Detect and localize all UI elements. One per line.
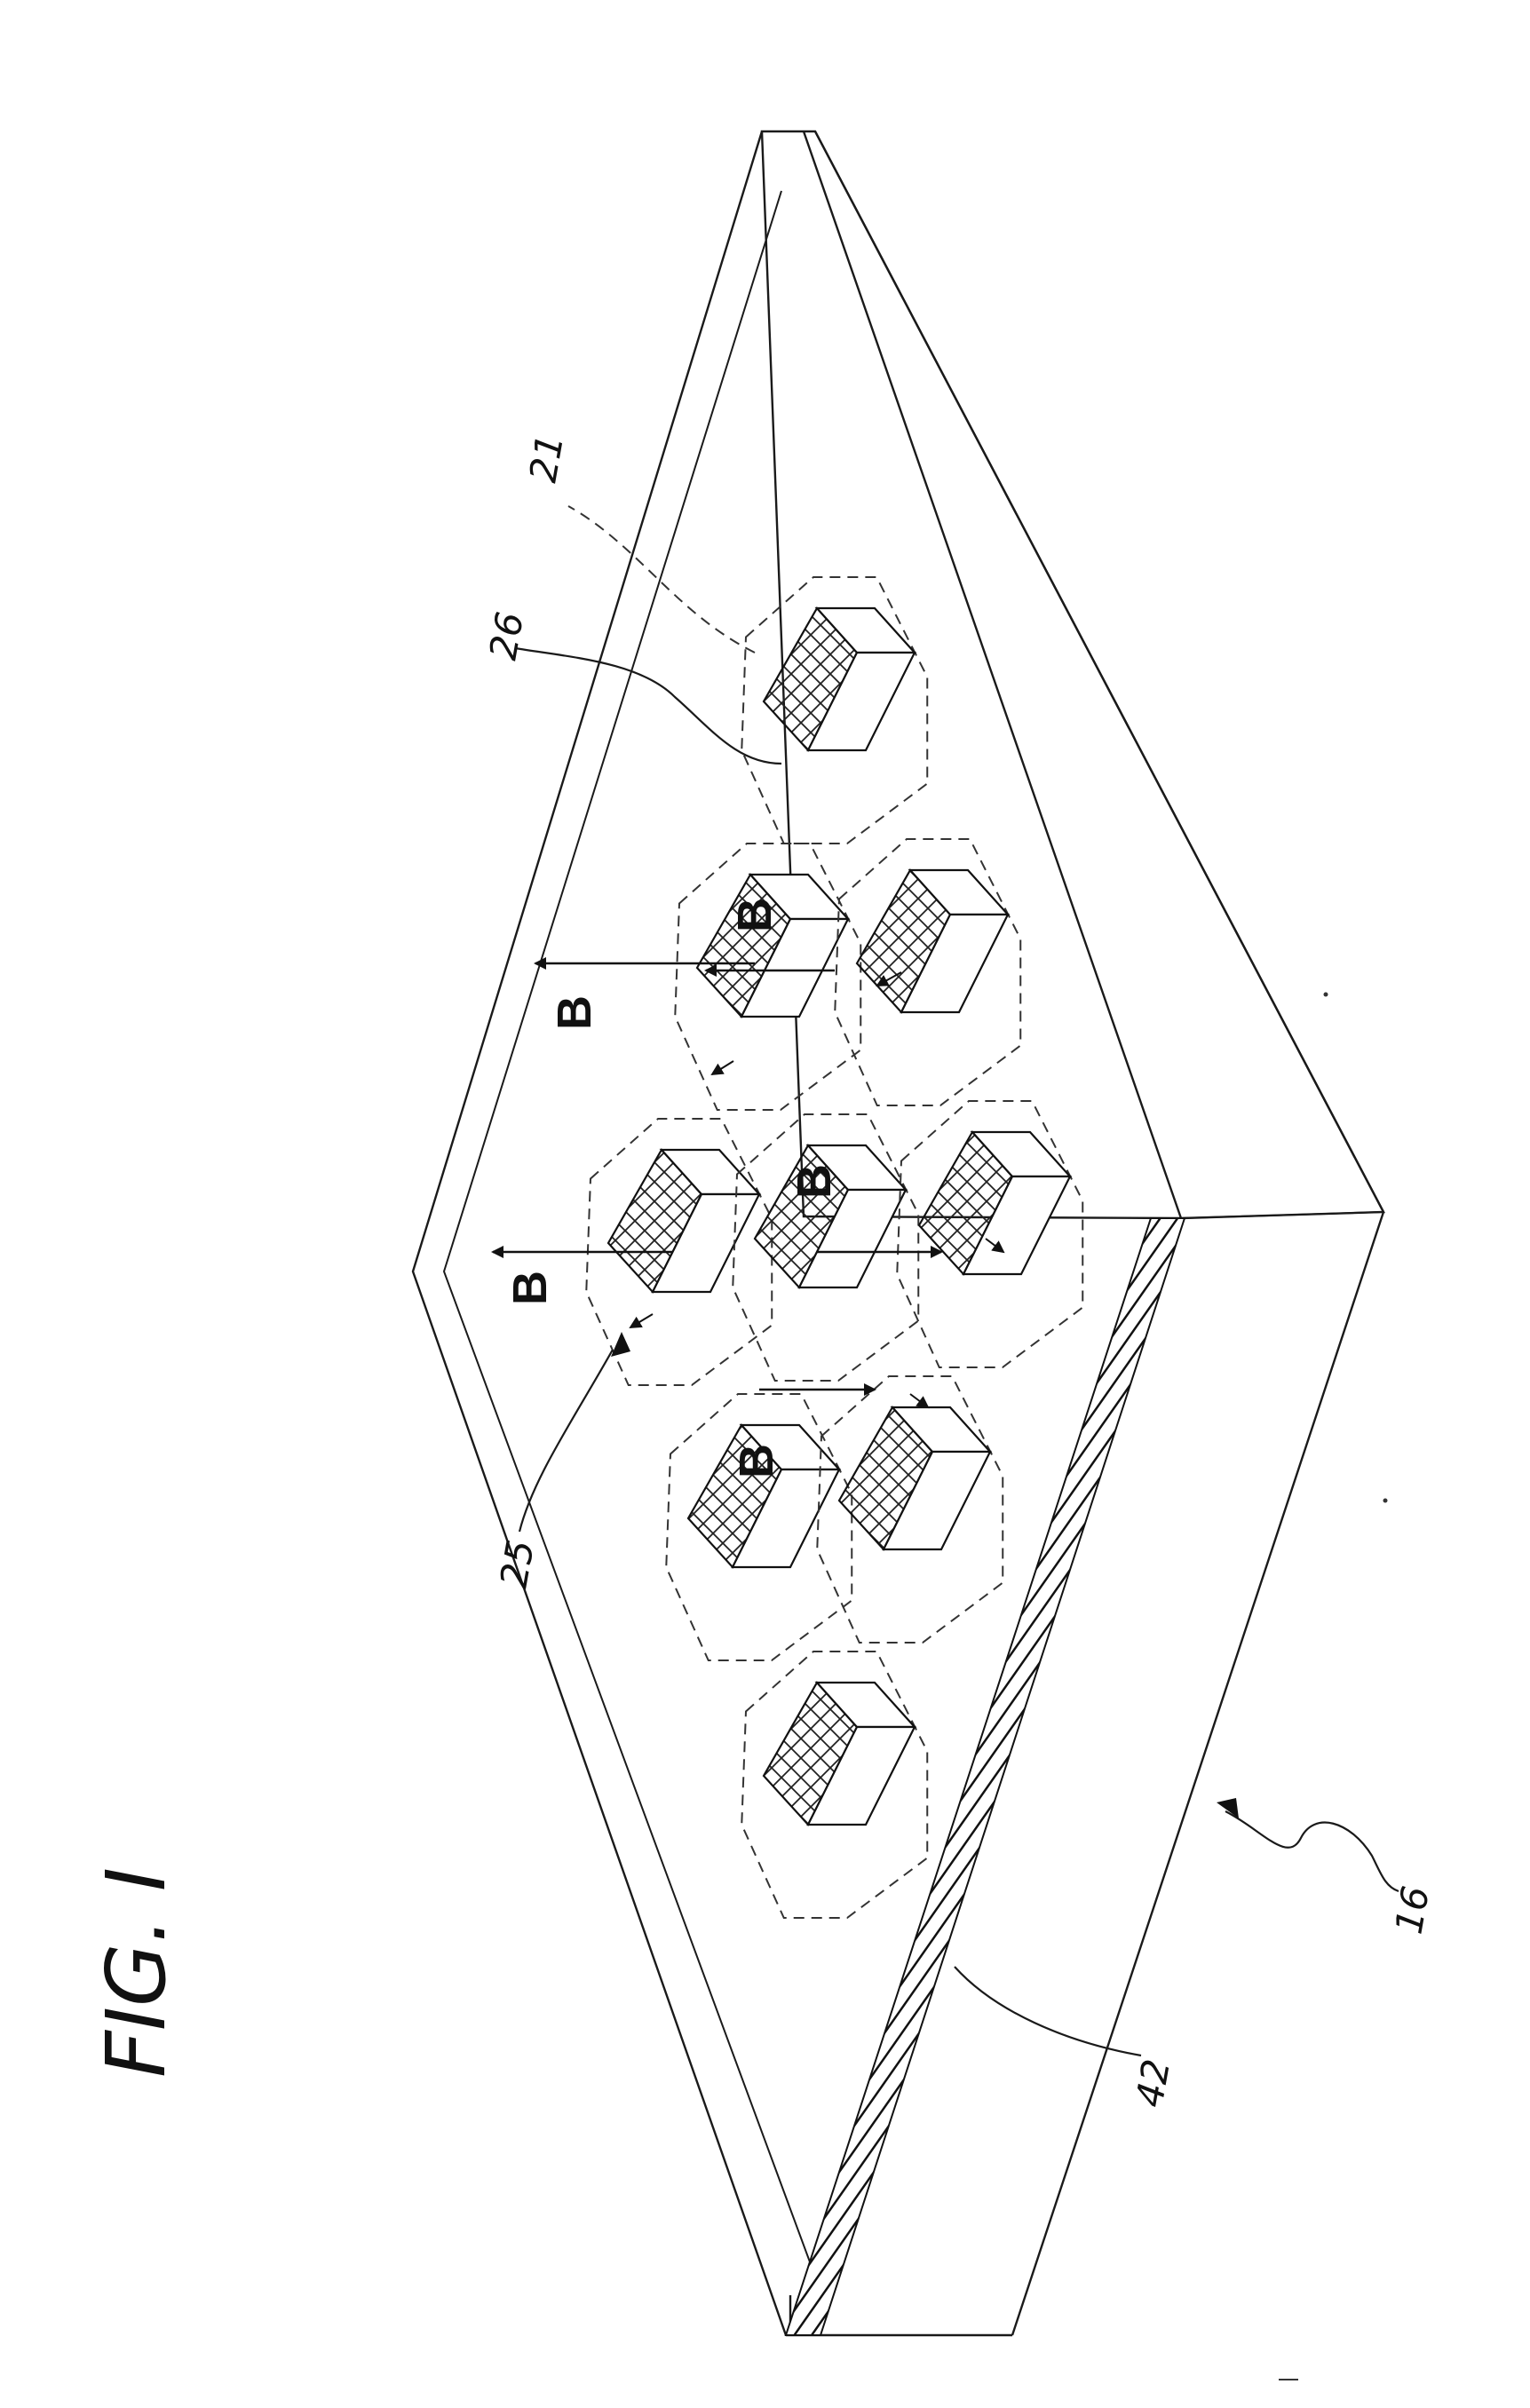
cell [741, 577, 927, 844]
cell [675, 844, 860, 1110]
cell [817, 1376, 1003, 1643]
cell [741, 1652, 927, 1918]
cell [897, 1101, 1082, 1367]
b-label-3: B [728, 898, 781, 932]
ref-42: 42 [1128, 2056, 1179, 2111]
ref-25: 25 [492, 1537, 543, 1591]
figure-label: FIG. I [89, 1867, 184, 2078]
ref-26: 26 [481, 609, 533, 663]
cell [733, 1114, 918, 1381]
b-label-5: B [730, 1444, 783, 1478]
ref-21: 21 [521, 432, 573, 486]
ref-16: 16 [1387, 1883, 1439, 1937]
b-label-4: B [788, 1164, 841, 1199]
b-label-2: B [548, 995, 601, 1030]
b-label-1: B [503, 1271, 557, 1305]
cell [835, 839, 1020, 1105]
